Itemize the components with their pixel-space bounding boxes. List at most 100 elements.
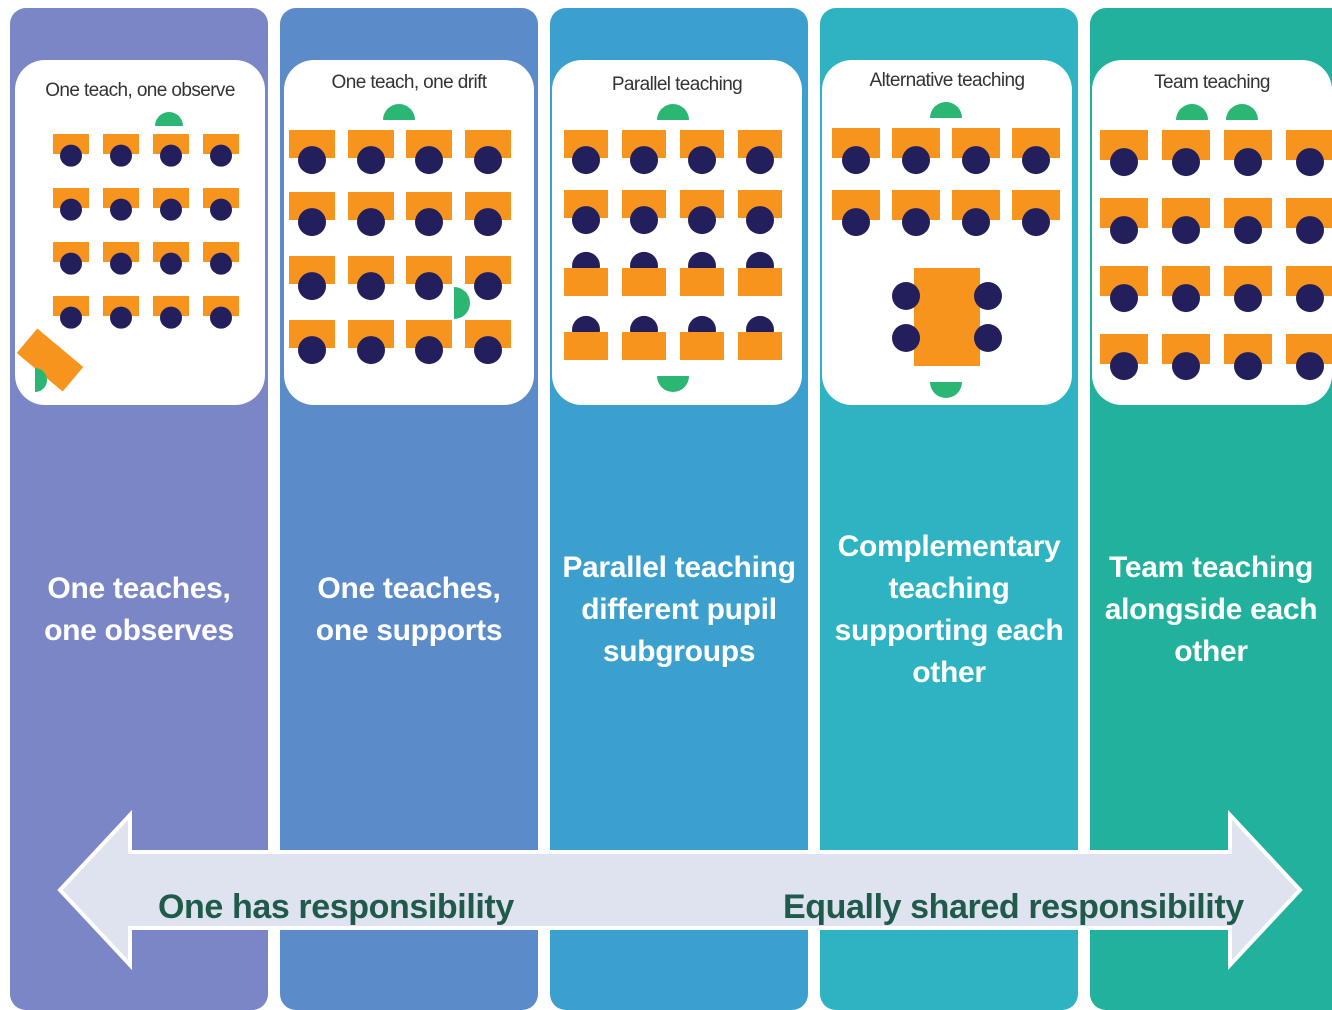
desk [53, 188, 89, 208]
student [110, 306, 132, 329]
student [842, 208, 870, 237]
desk [203, 188, 239, 208]
student [974, 324, 1002, 352]
student [902, 208, 930, 237]
student [1172, 148, 1200, 177]
description-line: one observes [44, 614, 234, 647]
student [474, 146, 502, 175]
student [688, 206, 716, 235]
card-title: One teach, one drift [331, 72, 487, 93]
card-title: Parallel teaching [611, 74, 743, 95]
student [962, 146, 990, 175]
student [572, 146, 600, 175]
student [415, 208, 443, 237]
student [902, 146, 930, 175]
desk [914, 268, 980, 366]
desk [153, 134, 189, 154]
student [110, 198, 132, 221]
classroom-layout-diagram [289, 104, 511, 365]
student [474, 272, 502, 301]
classroom-layout-diagram [564, 104, 782, 392]
student [892, 282, 920, 310]
student [474, 336, 502, 365]
student [892, 324, 920, 352]
student [160, 306, 182, 329]
student [630, 146, 658, 175]
student [210, 198, 232, 221]
student [1022, 208, 1050, 237]
arrow-label-left: One has responsibility [158, 888, 514, 926]
teacher [35, 368, 47, 392]
student [110, 144, 132, 167]
student [60, 198, 82, 221]
classroom-card-one-teach-one-drift: One teach, one drift [284, 60, 534, 405]
card-title: Alternative teaching [869, 70, 1025, 91]
description-complementary-teaching: Complementary teaching supporting each o… [820, 526, 1078, 694]
description-line: supporting each [834, 614, 1064, 647]
student [60, 144, 82, 167]
student [1234, 148, 1262, 177]
description-line: Parallel teaching [562, 551, 796, 584]
student [1234, 284, 1262, 313]
desk [53, 296, 89, 316]
student [1110, 148, 1138, 177]
student [60, 252, 82, 275]
desk [103, 296, 139, 316]
student [474, 208, 502, 237]
student [160, 144, 182, 167]
description-line: Complementary [837, 530, 1061, 563]
student [1234, 216, 1262, 245]
student [1022, 146, 1050, 175]
student [962, 208, 990, 237]
student [298, 208, 326, 237]
student [298, 336, 326, 365]
student [842, 146, 870, 175]
desk [153, 296, 189, 316]
desk [564, 332, 608, 360]
student [298, 146, 326, 175]
responsibility-double-arrow [55, 810, 1305, 970]
description-line: teaching [888, 572, 1010, 605]
student [1296, 148, 1324, 177]
teacher [454, 287, 470, 319]
classroom-card-parallel-teaching: Parallel teaching [552, 60, 802, 405]
student [746, 206, 774, 235]
teacher [930, 102, 962, 118]
teacher [1226, 104, 1258, 120]
student [298, 272, 326, 301]
desk [680, 268, 724, 296]
student [1296, 352, 1324, 381]
desk [203, 296, 239, 316]
student [572, 206, 600, 235]
description-line: other [912, 656, 986, 689]
student [630, 206, 658, 235]
description-line: one supports [315, 614, 503, 647]
description-line: One teaches, [47, 572, 231, 605]
desk [622, 268, 666, 296]
teacher [155, 112, 183, 126]
observer-desk-group [16, 328, 84, 392]
student [1110, 284, 1138, 313]
description-line: subgroups [602, 635, 756, 668]
student [60, 306, 82, 329]
desk [53, 242, 89, 262]
desk [103, 188, 139, 208]
desk [53, 134, 89, 154]
observer-desk [16, 328, 84, 392]
description-one-teaches-one-supports: One teaches, one supports [280, 568, 538, 652]
double-arrow-icon [57, 810, 1303, 970]
student [357, 208, 385, 237]
student [357, 272, 385, 301]
description-team-teaching: Team teaching alongside each other [1090, 547, 1332, 673]
student [1296, 284, 1324, 313]
desk [738, 332, 782, 360]
student [415, 272, 443, 301]
student [210, 306, 232, 329]
teacher [657, 104, 689, 120]
teacher [657, 376, 689, 392]
student [357, 336, 385, 365]
student [1110, 216, 1138, 245]
student [110, 252, 132, 275]
student [1172, 216, 1200, 245]
description-parallel-teaching: Parallel teaching different pupil subgro… [550, 547, 808, 673]
